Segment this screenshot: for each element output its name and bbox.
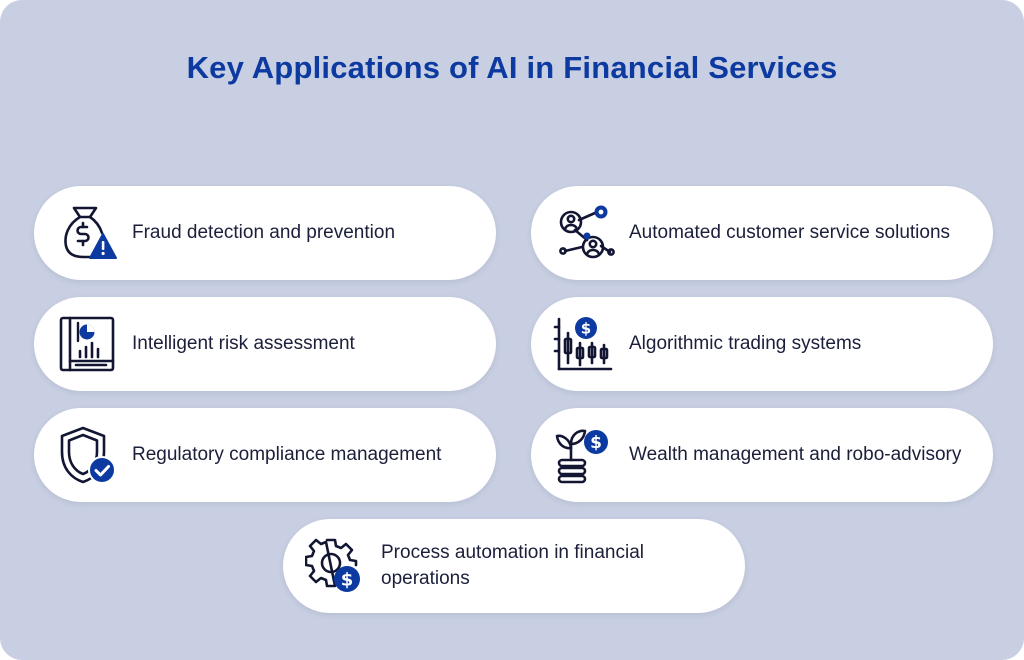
application-card-regulatory-compliance: Regulatory compliance management	[34, 408, 496, 502]
network-users-icon	[553, 202, 615, 264]
application-label: Wealth management and robo-advisory	[629, 444, 962, 465]
application-card-customer-service: Automated customer service solutions	[531, 186, 993, 280]
application-card-fraud-detection: Fraud detection and prevention	[34, 186, 496, 280]
risk-report-chart-icon	[56, 313, 118, 375]
candlestick-dollar-icon: $	[553, 313, 615, 375]
shield-check-icon	[56, 424, 118, 486]
svg-text:$: $	[590, 433, 602, 453]
svg-text:$: $	[341, 570, 354, 591]
application-card-process-automation: $ Process automation in financial operat…	[283, 519, 745, 613]
application-label: Process automation in financial operatio…	[381, 542, 644, 589]
application-label: Algorithmic trading systems	[629, 333, 862, 354]
application-card-algorithmic-trading: $ Algorithmic trading systems	[531, 297, 993, 391]
page-title: Key Applications of AI in Financial Serv…	[186, 50, 838, 85]
application-label: Fraud detection and prevention	[132, 222, 396, 243]
application-card-wealth-management: $ Wealth management and robo-advisory	[531, 408, 993, 502]
application-label: Intelligent risk assessment	[132, 333, 355, 354]
application-card-risk-assessment: Intelligent risk assessment	[34, 297, 496, 391]
application-label: Automated customer service solutions	[629, 222, 951, 243]
money-bag-warning-icon	[56, 202, 118, 264]
gear-dollar-icon: $	[305, 535, 367, 597]
application-label: Regulatory compliance management	[132, 444, 442, 465]
svg-text:$: $	[581, 320, 591, 338]
plant-coins-dollar-icon: $	[553, 424, 615, 486]
